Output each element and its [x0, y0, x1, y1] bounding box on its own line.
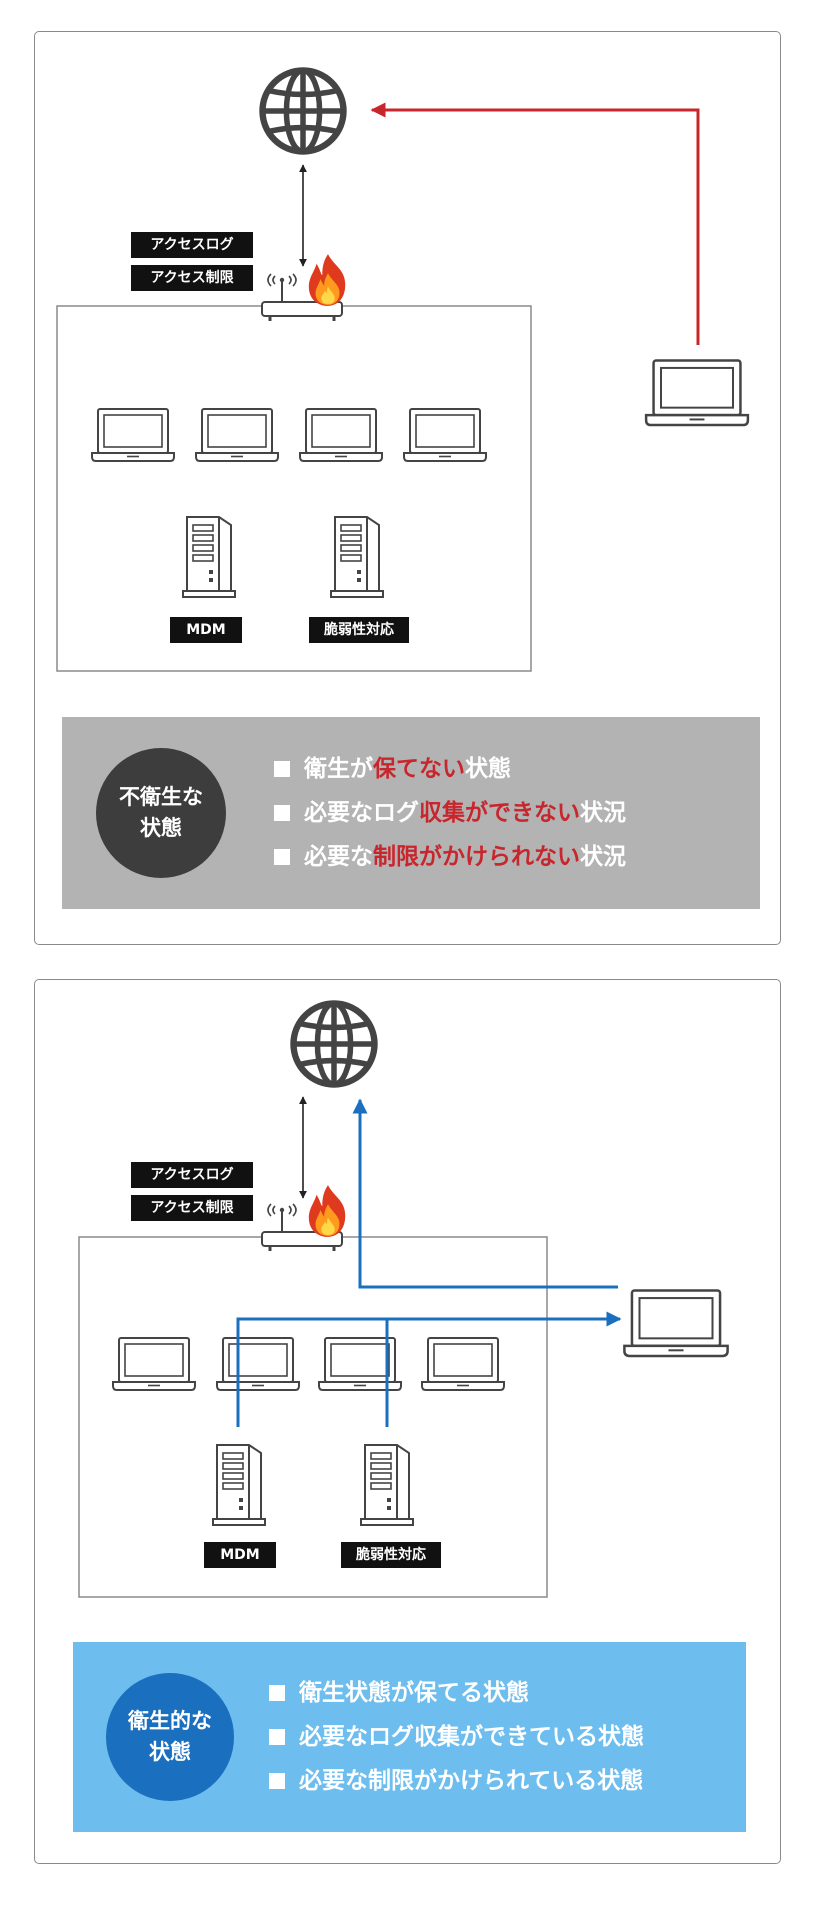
hygienic-status-circle: 衛生的な 状態	[106, 1673, 234, 1801]
access-log-label: アクセスログ	[131, 232, 253, 258]
bypass-arrow-red	[370, 102, 700, 345]
globe-icon	[294, 1004, 375, 1085]
mdm-label: MDM	[170, 617, 242, 643]
hygienic-status-box: 衛生的な 状態 衛生状態が保てる状態 必要なログ収集ができている状態 必要な制限…	[73, 1642, 746, 1832]
laptop-icon	[112, 1337, 196, 1391]
status-circle-line1: 衛生的な	[128, 1709, 212, 1733]
laptop-icon	[318, 1337, 402, 1391]
laptop-icon	[623, 1289, 729, 1358]
status-item: 必要な制限がかけられている状態	[269, 1759, 644, 1803]
access-restriction-label: アクセス制限	[131, 1195, 253, 1221]
laptop-icon	[216, 1337, 300, 1391]
server-icon	[212, 1444, 266, 1526]
access-log-label: アクセスログ	[131, 1162, 253, 1188]
unhygienic-status-box: 不衛生な 状態 衛生が保てない状態 必要なログ収集ができない状況 必要な制限がか…	[62, 717, 760, 909]
status-circle-line2: 状態	[149, 1740, 191, 1764]
status-item: 必要なログ収集ができない状況	[274, 791, 626, 835]
bullet-square-icon	[274, 805, 290, 821]
internal-network-box	[78, 1236, 548, 1598]
status-circle-line2: 状態	[140, 816, 182, 840]
hygienic-panel	[34, 979, 781, 1864]
firewall-flame-icon	[308, 1185, 346, 1237]
status-circle-line1: 不衛生な	[119, 785, 203, 809]
vulnerability-label: 脆弱性対応	[341, 1542, 441, 1568]
status-item: 必要な制限がかけられない状況	[274, 835, 626, 879]
hygienic-status-list: 衛生状態が保てる状態 必要なログ収集ができている状態 必要な制限がかけられている…	[269, 1671, 644, 1803]
bullet-square-icon	[269, 1773, 285, 1789]
bullet-square-icon	[274, 761, 290, 777]
unhygienic-status-circle: 不衛生な 状態	[96, 748, 226, 878]
mdm-label: MDM	[204, 1542, 276, 1568]
bullet-square-icon	[269, 1685, 285, 1701]
unhygienic-panel	[34, 31, 781, 945]
laptop-icon	[421, 1337, 505, 1391]
bullet-square-icon	[269, 1729, 285, 1745]
bullet-square-icon	[274, 849, 290, 865]
status-item: 衛生状態が保てる状態	[269, 1671, 644, 1715]
laptop-to-internet-arrow-blue	[352, 1098, 618, 1289]
access-restriction-label: アクセス制限	[131, 265, 253, 291]
server-icon	[360, 1444, 414, 1526]
status-item: 衛生が保てない状態	[274, 747, 626, 791]
unhygienic-status-list: 衛生が保てない状態 必要なログ収集ができない状況 必要な制限がかけられない状況	[274, 747, 626, 879]
vulnerability-label: 脆弱性対応	[309, 617, 409, 643]
status-item: 必要なログ収集ができている状態	[269, 1715, 644, 1759]
server-to-laptop-arrow-blue	[236, 1311, 622, 1427]
